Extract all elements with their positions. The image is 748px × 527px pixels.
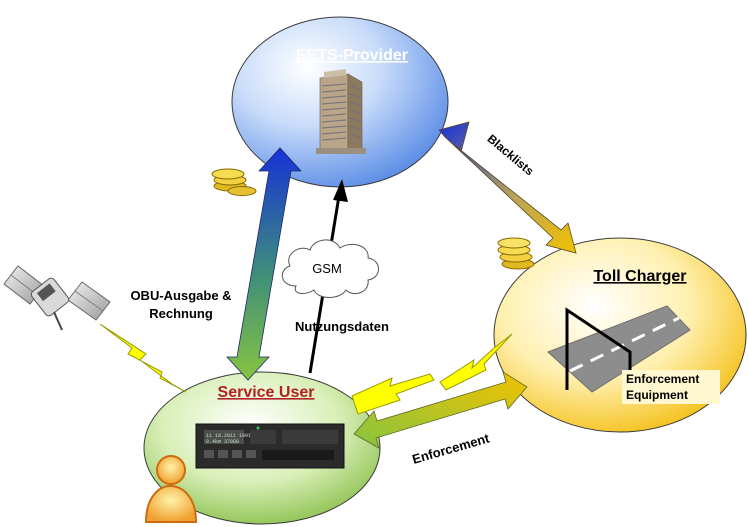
- enforcement-arrow: [353, 371, 528, 449]
- road-icon: [547, 305, 691, 393]
- toll-charger-title: Toll Charger: [593, 268, 686, 285]
- blacklists-label: Blacklists: [485, 132, 537, 179]
- enforcement-equipment-box: [622, 370, 720, 404]
- device-display-line-1: 11 18.2011 1091.18: [206, 433, 260, 439]
- cloud-icon: [281, 239, 379, 298]
- enforcement-equipment-label-1: Enforcement: [626, 372, 699, 386]
- obu-arrow: [226, 147, 302, 381]
- lightning-icon: [351, 373, 435, 415]
- blacklists-arrow: [438, 121, 577, 254]
- enforcement-equipment-label-2: Equipment: [626, 388, 688, 402]
- gsm-label: GSM: [312, 261, 342, 276]
- tachograph-device-icon: 11 18.2011 1091.18 0.4km 37980: [195, 423, 345, 469]
- device-display-line-2: 0.4km 37980: [206, 439, 239, 445]
- satellite-icon: [3, 265, 111, 331]
- coins-icon: [497, 237, 535, 270]
- lightning-icon: [99, 323, 187, 393]
- usage-data-label: Nutzungsdaten: [295, 319, 389, 334]
- obu-label-line-1: OBU-Ausgabe &: [130, 288, 231, 303]
- provider-title: EETS-Provider: [296, 47, 408, 64]
- building-icon: [316, 69, 366, 154]
- lightning-icon: [439, 333, 513, 391]
- service-user-title: Service User: [218, 384, 315, 401]
- person-icon: [144, 455, 198, 523]
- obu-label-line-2: Rechnung: [149, 306, 213, 321]
- enforcement-label: Enforcement: [410, 430, 491, 467]
- coins-icon: [211, 168, 257, 196]
